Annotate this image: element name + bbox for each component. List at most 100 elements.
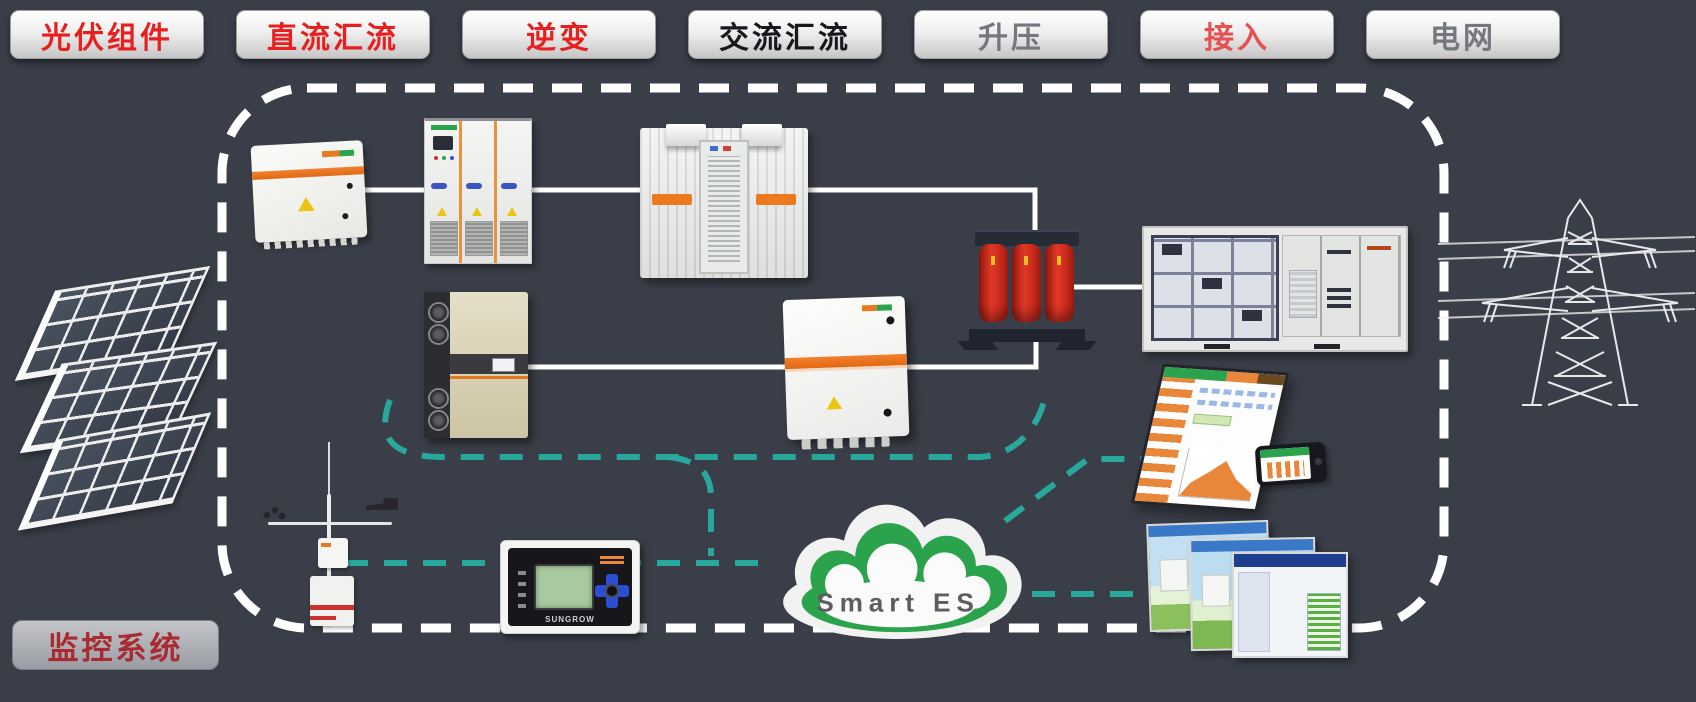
- stage-label-pv-modules: 光伏组件: [10, 10, 204, 59]
- panel-display: [1162, 244, 1182, 255]
- enclosure-box: [310, 576, 354, 626]
- weather-station-icon: [262, 442, 398, 628]
- vent-hood: [742, 124, 782, 146]
- cloud-label: Smart ES: [816, 588, 980, 618]
- transformer-foot: [957, 341, 999, 350]
- stage-label-grid: 电网: [1366, 10, 1560, 59]
- stage-label-inversion: 逆变: [462, 10, 656, 59]
- orange-label: [652, 194, 692, 205]
- orange-stripe: [251, 166, 365, 180]
- phone-camera: [1314, 457, 1323, 466]
- stage-label-dc-combining: 直流汇流: [236, 10, 430, 59]
- vent-grille: [465, 221, 493, 256]
- sensor-box: [318, 538, 348, 568]
- wind-vane-icon: [366, 498, 398, 510]
- door-badges: [710, 146, 718, 151]
- anemometer-icon: [262, 506, 286, 522]
- scada-screen: [1232, 552, 1348, 658]
- warning-icon: [437, 207, 447, 216]
- phone-screen: [1259, 446, 1312, 483]
- phone-bar-chart: [1266, 460, 1305, 479]
- lcd-screen: [534, 564, 594, 610]
- lift-handle: [1204, 344, 1230, 349]
- screw-dot: [883, 408, 892, 417]
- label-strip: [1367, 246, 1391, 250]
- fan-icon: [428, 324, 449, 345]
- sensor-arm: [268, 522, 392, 525]
- inverter-cabinet-icon: [424, 118, 532, 264]
- dashboard-chart: [1177, 447, 1261, 502]
- cloud-core: [820, 543, 991, 628]
- dashboard-toolbar: [1196, 399, 1273, 410]
- window-titlebar: [1191, 538, 1314, 553]
- window-titlebar: [1234, 554, 1346, 567]
- brand-logo: [321, 149, 355, 158]
- transmission-tower-icon: [1437, 198, 1696, 406]
- warning-icon: [826, 396, 842, 410]
- data-logger-icon: SUNGROW: [500, 540, 640, 634]
- stage-label-step-up: 升压: [914, 10, 1108, 59]
- fan-icon: [428, 388, 449, 409]
- screw-dot: [886, 316, 895, 325]
- screw-dot: [346, 182, 353, 190]
- switchgear-panel-grid: [1151, 235, 1279, 341]
- stage-label-ac-combining: 交流汇流: [688, 10, 882, 59]
- relay-module: [1327, 288, 1351, 292]
- fan-column: [424, 292, 450, 438]
- dashboard-badge: [1192, 413, 1233, 427]
- plant-graphic: [1159, 558, 1189, 592]
- plant-graphic: [1201, 574, 1231, 607]
- orange-stripe: [784, 353, 907, 370]
- warning-icon: [507, 207, 517, 216]
- cloud-icon: Smart ES: [783, 504, 1022, 639]
- vent-hood: [666, 124, 706, 146]
- power-line-dc-to-transformer: [352, 187, 1038, 234]
- screw-dot: [342, 212, 349, 220]
- orange-label: [756, 194, 796, 205]
- container-door: [699, 140, 749, 274]
- rating-tag: [1057, 256, 1061, 265]
- inverter-display: [492, 358, 515, 372]
- device-list-panel: [1238, 572, 1270, 652]
- lift-handle: [1314, 344, 1340, 349]
- brand-text: SUNGROW: [545, 615, 595, 624]
- status-leds: [434, 156, 438, 160]
- orange-trim: [459, 121, 462, 263]
- monitor-line-inverter-tap: [382, 393, 1049, 460]
- panel-display: [1202, 278, 1222, 289]
- terminal-rows: [1289, 270, 1317, 318]
- blue-connector: [466, 183, 482, 189]
- monitor-line-branch-to-cloud: [667, 454, 714, 556]
- window-titlebar: [1148, 521, 1267, 538]
- smartphone-icon: [1254, 441, 1328, 487]
- brand-logo: [861, 304, 893, 312]
- panel-display: [1242, 310, 1262, 321]
- door-grille: [708, 156, 740, 262]
- dc-combiner-icon: [250, 140, 368, 250]
- red-stripe: [310, 616, 337, 620]
- phone-header: [1259, 446, 1310, 459]
- brand-logo: [431, 125, 457, 130]
- vent-grille: [500, 221, 528, 256]
- orange-area-chart: [1179, 448, 1261, 501]
- rating-tag: [991, 256, 995, 265]
- blue-connector: [501, 183, 517, 189]
- switchgear-icon: [1142, 226, 1408, 352]
- orange-stripe: [450, 376, 528, 379]
- transformer-foot: [1055, 341, 1097, 350]
- dashboard-toolbar: [1199, 387, 1276, 398]
- side-keys: [518, 564, 526, 608]
- dpad-center-button: [605, 584, 619, 598]
- central-inverter-icon: [424, 292, 528, 438]
- fan-icon: [428, 302, 449, 323]
- transformer-frame: [975, 230, 1079, 246]
- monitoring-system-label: 监控系统: [12, 620, 219, 670]
- orange-label: [600, 556, 624, 559]
- orange-mark: [321, 543, 331, 547]
- fan-icon: [428, 410, 449, 431]
- green-bar-chart: [1307, 593, 1341, 651]
- red-stripe: [310, 605, 354, 610]
- switchgear-cabinets: [1282, 235, 1401, 337]
- stage-label-grid-access: 接入: [1140, 10, 1334, 59]
- transformer-icon: [957, 226, 1097, 350]
